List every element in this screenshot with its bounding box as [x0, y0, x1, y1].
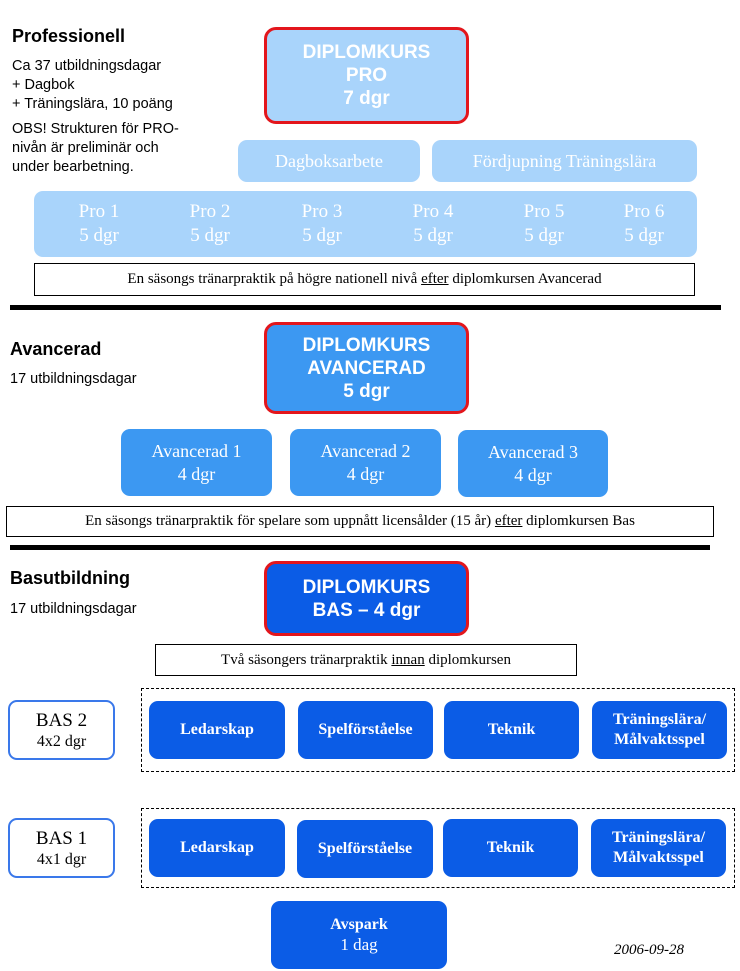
section-divider: [10, 305, 721, 310]
diploma-pro-box: DIPLOMKURS PRO 7 dgr: [264, 27, 469, 124]
module-teknik: Teknik: [444, 701, 579, 759]
diploma-days: 5 dgr: [343, 380, 390, 402]
course-days: 5 dgr: [624, 225, 664, 246]
course-days: 4 dgr: [177, 463, 216, 484]
course-pro-3: Pro 3 5 dgr: [257, 191, 387, 257]
date-stamp: 2006-09-28: [614, 942, 684, 958]
pro-description: Ca 37 utbildningsdagar + Dagbok + Tränin…: [12, 57, 173, 114]
course-days: 4 dgr: [514, 464, 552, 485]
course-days: 5 dgr: [413, 225, 453, 246]
course-name: Avancerad 3: [487, 441, 579, 462]
bas-description: 17 utbildningsdagar: [10, 601, 137, 617]
course-name: Avancerad 2: [320, 440, 411, 461]
diploma-level: BAS – 4 dgr: [312, 599, 421, 621]
course-pro-6: Pro 6 5 dgr: [591, 191, 697, 257]
course-avancerad-2: Avancerad 2 4 dgr: [290, 429, 441, 496]
course-days: 5 dgr: [79, 225, 119, 246]
bas-level-days: 4x2 dgr: [36, 732, 87, 750]
diploma-level: AVANCERAD: [307, 357, 426, 379]
module-label: Teknik: [487, 721, 536, 738]
course-name: Pro 1: [78, 201, 120, 222]
course-avancerad-3: Avancerad 3 4 dgr: [458, 430, 608, 497]
pro-obs-line: nivån är preliminär och: [12, 140, 159, 156]
section-divider: [10, 545, 710, 550]
module-label: Ledarskap: [180, 839, 254, 856]
course-days: 5 dgr: [524, 225, 564, 246]
module-spelforstaelse: Spelförståelse: [298, 701, 433, 759]
avspark-title: Avspark: [330, 916, 388, 933]
bas-1-box: BAS 1 4x1 dgr: [8, 818, 115, 878]
module-label: Ledarskap: [180, 721, 254, 738]
course-pro-1: Pro 1 5 dgr: [34, 191, 164, 257]
pro-practice-note: En säsongs tränarpraktik på högre nation…: [34, 263, 695, 296]
pro-obs-line: OBS! Strukturen för PRO-: [12, 121, 179, 137]
note-text: En säsongs tränarpraktik för spelare som…: [85, 513, 492, 529]
module-traningslara: Träningslära/ Målvaktsspel: [591, 819, 726, 877]
note-text: Två säsongers tränarpraktik: [221, 651, 388, 668]
diploma-title: DIPLOMKURS: [302, 42, 431, 63]
bas-1-modules-group: [141, 808, 735, 888]
course-avancerad-1: Avancerad 1 4 dgr: [121, 429, 272, 496]
bas-level-days: 4x1 dgr: [36, 850, 87, 868]
module-label: Träningslära/: [612, 711, 707, 728]
avspark-days: 1 dag: [340, 935, 378, 954]
note-text: En säsongs tränarpraktik på högre nation…: [127, 271, 418, 287]
diploma-level: PRO: [345, 65, 388, 86]
diploma-days: 7 dgr: [343, 88, 390, 109]
bas-level-name: BAS 2: [35, 709, 88, 731]
module-label: Spelförståelse: [318, 721, 413, 738]
diploma-bas-box: DIPLOMKURS BAS – 4 dgr: [264, 561, 469, 636]
course-name: Pro 3: [301, 201, 343, 222]
section-heading-bas: Basutbildning: [10, 568, 130, 588]
pro-obs-note: OBS! Strukturen för PRO- nivån är prelim…: [12, 120, 179, 177]
pro-desc-line: + Dagbok: [12, 77, 75, 93]
avancerad-description: 17 utbildningsdagar: [10, 371, 137, 387]
module-label: Träningslära/: [611, 829, 706, 846]
pro-desc-line: + Träningslära, 10 poäng: [12, 96, 173, 112]
avancerad-practice-note: En säsongs tränarpraktik för spelare som…: [6, 506, 714, 537]
bas-2-box: BAS 2 4x2 dgr: [8, 700, 115, 760]
extra-label: Fördjupning Träningslära: [472, 150, 657, 171]
course-days: 5 dgr: [190, 225, 230, 246]
course-days: 5 dgr: [302, 225, 342, 246]
module-label: Målvaktsspel: [613, 849, 704, 866]
diploma-title: DIPLOMKURS: [302, 334, 431, 356]
section-heading-avancerad: Avancerad: [10, 339, 102, 359]
pro-obs-line: under bearbetning.: [12, 159, 134, 175]
module-label: Teknik: [486, 839, 535, 856]
module-label: Målvaktsspel: [614, 731, 705, 748]
extra-dagboksarbete: Dagboksarbete: [238, 140, 420, 182]
module-ledarskap: Ledarskap: [149, 701, 285, 759]
note-emphasis: efter: [494, 513, 523, 529]
note-text: diplomkursen Bas: [526, 513, 635, 529]
course-name: Pro 5: [523, 201, 565, 222]
note-text: diplomkursen Avancerad: [452, 271, 602, 287]
bas-2-modules-group: [141, 688, 735, 772]
extra-fordjupning: Fördjupning Träningslära: [432, 140, 697, 182]
module-label: Spelförståelse: [317, 840, 413, 857]
module-teknik: Teknik: [443, 819, 578, 877]
section-heading-pro: Professionell: [12, 26, 126, 46]
note-emphasis: efter: [421, 271, 449, 287]
course-name: Pro 4: [412, 201, 454, 222]
course-name: Pro 2: [189, 201, 231, 222]
course-pro-4: Pro 4 5 dgr: [368, 191, 498, 257]
note-emphasis: innan: [391, 651, 425, 668]
module-spelforstaelse: Spelförståelse: [297, 820, 433, 878]
diploma-title: DIPLOMKURS: [302, 576, 431, 598]
course-pro-5: Pro 5 5 dgr: [479, 191, 609, 257]
diploma-avancerad-box: DIPLOMKURS AVANCERAD 5 dgr: [264, 322, 469, 414]
note-text: diplomkursen: [428, 651, 511, 668]
module-traningslara: Träningslära/ Målvaktsspel: [592, 701, 727, 759]
course-name: Avancerad 1: [151, 440, 242, 461]
module-ledarskap: Ledarskap: [149, 819, 285, 877]
pro-desc-line: Ca 37 utbildningsdagar: [12, 58, 162, 74]
bas-practice-note: Två säsongers tränarpraktik innan diplom…: [155, 644, 577, 676]
bas-level-name: BAS 1: [35, 827, 88, 849]
course-name: Pro 6: [623, 201, 665, 222]
extra-label: Dagboksarbete: [275, 150, 383, 171]
course-days: 4 dgr: [346, 463, 385, 484]
avspark-box: Avspark 1 dag: [271, 901, 447, 969]
course-pro-2: Pro 2 5 dgr: [145, 191, 275, 257]
